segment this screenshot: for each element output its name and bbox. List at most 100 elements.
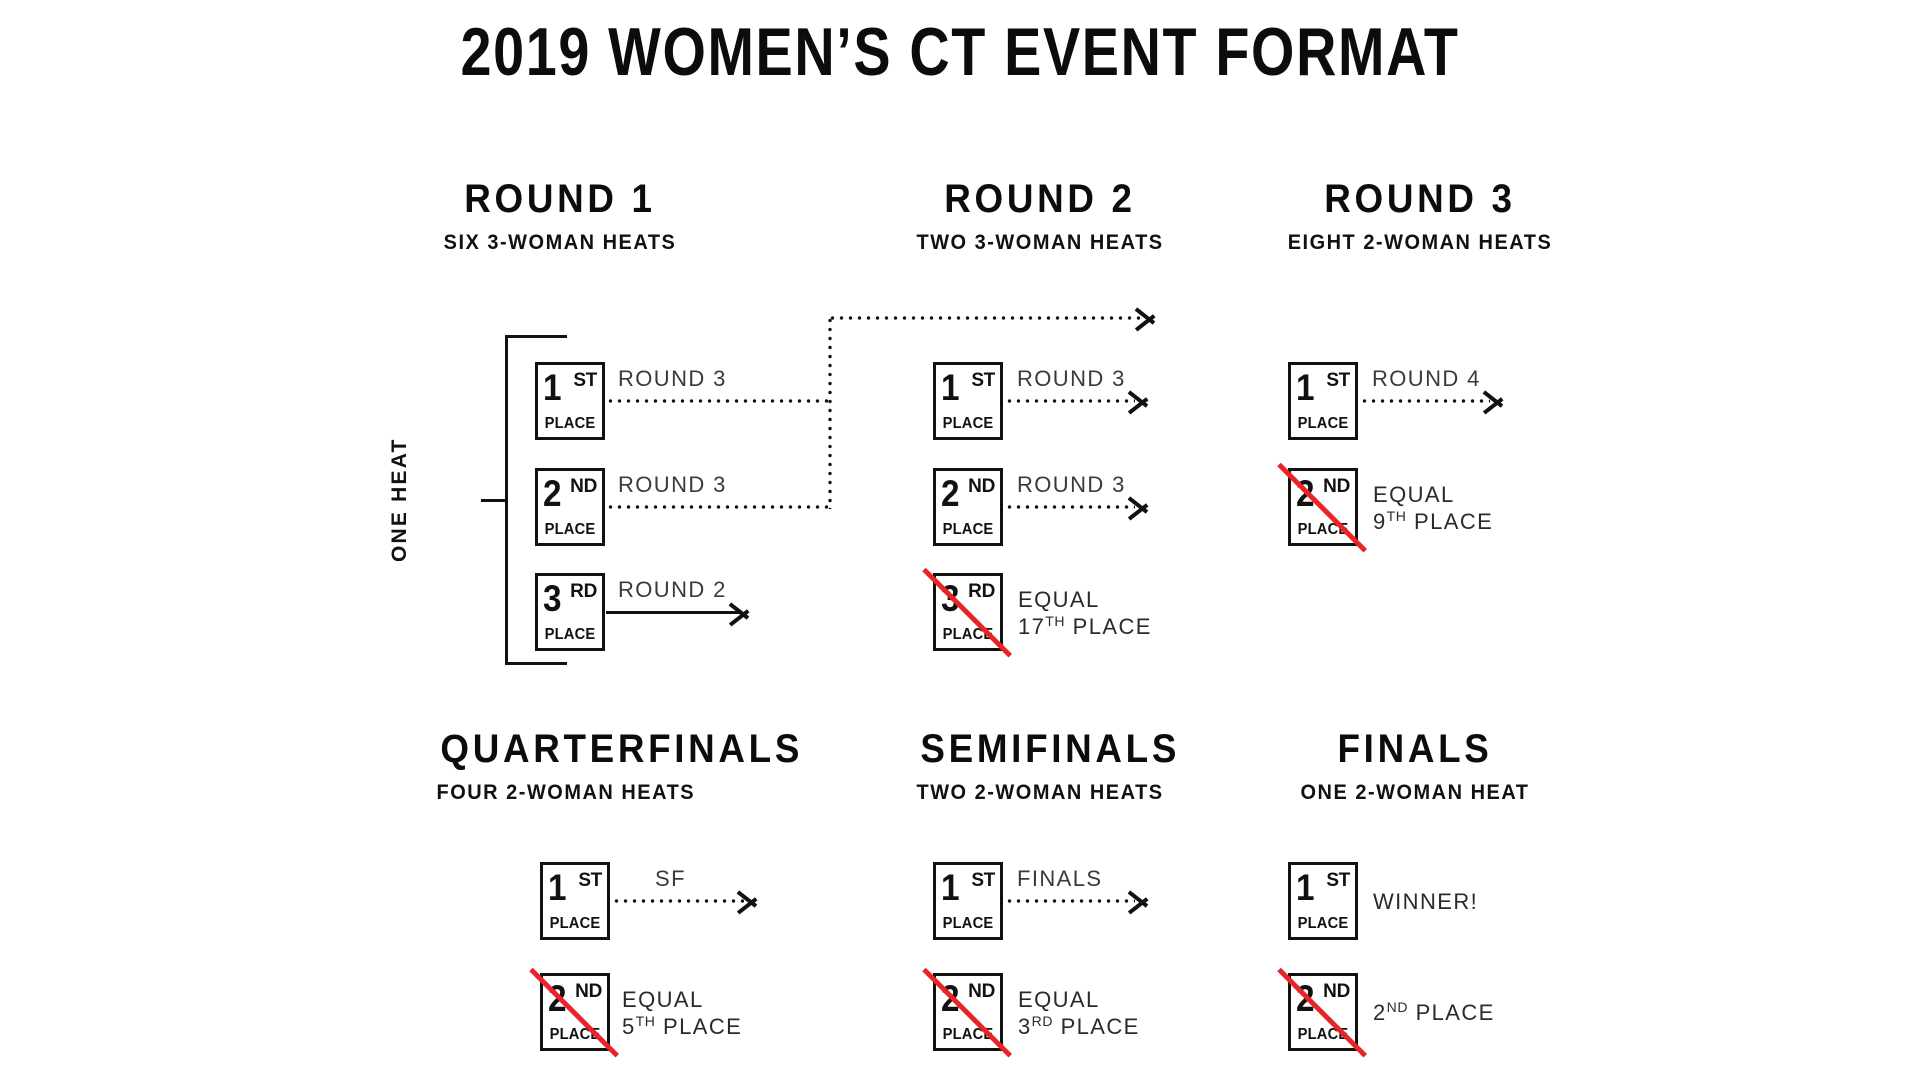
semifinals-subtitle: TWO 2-WOMAN HEATS bbox=[916, 781, 1164, 804]
one-heat-label: ONE HEAT bbox=[388, 437, 411, 562]
bracket-middle-tick bbox=[481, 499, 507, 502]
outcome-rank-number: 5 bbox=[622, 1014, 636, 1040]
place-number: 2 bbox=[1296, 978, 1315, 1019]
page-title: 2019 WOMEN’S CT EVENT FORMAT bbox=[460, 14, 1460, 90]
place-number: 3 bbox=[543, 578, 562, 619]
place-ordinal: ST bbox=[578, 870, 602, 891]
bracket-top-arm bbox=[505, 335, 567, 338]
eliminated-slash-icon bbox=[529, 967, 620, 1058]
place-word: PLACE bbox=[942, 626, 994, 643]
round-1-slot-2-route-label: ROUND 3 bbox=[618, 472, 727, 497]
eliminated-slash-icon bbox=[1277, 462, 1368, 553]
round-1-slot-1-box[interactable]: 1 ST PLACE bbox=[535, 362, 605, 440]
finals-subtitle: ONE 2-WOMAN HEAT bbox=[1300, 781, 1530, 804]
round-1-slot-1-connector bbox=[606, 399, 831, 403]
round-2-slot-1-box[interactable]: 1 ST PLACE bbox=[933, 362, 1003, 440]
eliminated-slash-icon bbox=[922, 567, 1013, 658]
place-word: PLACE bbox=[1297, 915, 1349, 932]
bracket-bottom-arm bbox=[505, 662, 567, 665]
column-header-quarterfinals: QUARTERFINALS FOUR 2-WOMAN HEATS bbox=[430, 728, 800, 804]
place-number: 2 bbox=[543, 473, 562, 514]
column-header-round-1: ROUND 1 SIX 3-WOMAN HEATS bbox=[430, 178, 690, 254]
finals-slot-2-box[interactable]: 2 ND PLACE bbox=[1277, 967, 1368, 1058]
round-2-slot-2-route-label: ROUND 3 bbox=[1017, 472, 1126, 497]
quarterfinals-slot-1-arrowhead bbox=[738, 886, 758, 916]
place-number: 1 bbox=[1296, 367, 1315, 408]
round-3-slot-1-box[interactable]: 1 ST PLACE bbox=[1288, 362, 1358, 440]
round-3-subtitle: EIGHT 2-WOMAN HEATS bbox=[1287, 231, 1553, 254]
eliminated-slash-icon bbox=[1277, 967, 1368, 1058]
place-word: PLACE bbox=[544, 626, 596, 643]
place-ordinal: ND bbox=[968, 981, 995, 1002]
outcome-rank-word: PLACE bbox=[1415, 1000, 1495, 1025]
outcome-rank-number: 9 bbox=[1373, 509, 1387, 535]
outcome-rank-number: 3 bbox=[1018, 1014, 1032, 1040]
round-1-subtitle: SIX 3-WOMAN HEATS bbox=[443, 231, 677, 254]
place-number: 3 bbox=[941, 578, 960, 619]
place-number: 1 bbox=[941, 867, 960, 908]
place-word: PLACE bbox=[942, 915, 994, 932]
semifinals-slot-2-box[interactable]: 2 ND PLACE bbox=[922, 967, 1013, 1058]
place-ordinal: ST bbox=[573, 370, 597, 391]
outcome-line-1: EQUAL bbox=[1018, 987, 1100, 1012]
place-word: PLACE bbox=[942, 521, 994, 538]
quarterfinals-slot-1-connector bbox=[612, 899, 744, 903]
place-ordinal: ST bbox=[1326, 370, 1350, 391]
outcome-rank-word: PLACE bbox=[1072, 614, 1152, 640]
column-header-round-2: ROUND 2 TWO 3-WOMAN HEATS bbox=[910, 178, 1170, 254]
finals-slot-1-outcome: WINNER! bbox=[1373, 889, 1479, 914]
outcome-line-2: 17TH PLACE bbox=[1018, 613, 1152, 640]
eliminated-slash-icon bbox=[922, 967, 1013, 1058]
place-word: PLACE bbox=[549, 1026, 601, 1043]
quarterfinals-slot-1-route-label: SF bbox=[655, 866, 686, 891]
round-2-title: ROUND 2 bbox=[944, 177, 1136, 221]
place-number: 1 bbox=[543, 367, 562, 408]
place-number: 2 bbox=[941, 978, 960, 1019]
outcome-rank-suffix: TH bbox=[1386, 508, 1407, 525]
semifinals-slot-1-route-label: FINALS bbox=[1017, 866, 1103, 891]
round-1-title: ROUND 1 bbox=[464, 177, 656, 221]
outcome-rank-word: PLACE bbox=[663, 1014, 743, 1040]
semifinals-slot-2-outcome: EQUAL 3RD PLACE bbox=[1018, 987, 1140, 1041]
outcome-rank-word: PLACE bbox=[1060, 1014, 1140, 1040]
outcome-line-2: 5TH PLACE bbox=[622, 1013, 742, 1040]
place-number: 1 bbox=[1296, 867, 1315, 908]
semifinals-slot-1-arrowhead bbox=[1129, 886, 1149, 916]
semifinals-slot-1-connector bbox=[1005, 899, 1135, 903]
semifinals-title: SEMIFINALS bbox=[920, 727, 1181, 771]
place-ordinal: ST bbox=[1326, 870, 1350, 891]
round-3-slot-2-box[interactable]: 2 ND PLACE bbox=[1277, 462, 1368, 553]
outcome-line-2: 3RD PLACE bbox=[1018, 1013, 1140, 1040]
finals-title: FINALS bbox=[1337, 727, 1493, 771]
place-word: PLACE bbox=[544, 415, 596, 432]
place-number: 1 bbox=[548, 867, 567, 908]
place-word: PLACE bbox=[942, 415, 994, 432]
outcome-rank-suffix: RD bbox=[1031, 1013, 1054, 1030]
finals-slot-2-outcome: 2ND PLACE bbox=[1373, 999, 1495, 1027]
outcome-line-2: 9TH PLACE bbox=[1373, 508, 1493, 535]
semifinals-slot-1-box[interactable]: 1 ST PLACE bbox=[933, 862, 1003, 940]
round-1-merge-to-round-2 bbox=[828, 316, 1143, 320]
round-1-slot-2-connector bbox=[606, 505, 831, 509]
round-2-slot-2-box[interactable]: 2 ND PLACE bbox=[933, 468, 1003, 546]
round-3-slot-2-outcome: EQUAL 9TH PLACE bbox=[1373, 482, 1493, 536]
place-number: 2 bbox=[1296, 473, 1315, 514]
round-2-slot-3-box[interactable]: 3 RD PLACE bbox=[922, 567, 1013, 658]
round-2-slot-1-connector bbox=[1005, 399, 1135, 403]
one-heat-bracket bbox=[481, 335, 575, 665]
quarterfinals-slot-1-box[interactable]: 1 ST PLACE bbox=[540, 862, 610, 940]
column-header-semifinals: SEMIFINALS TWO 2-WOMAN HEATS bbox=[910, 727, 1181, 804]
outcome-rank-suffix: ND bbox=[1386, 999, 1409, 1015]
finals-slot-1-box[interactable]: 1 ST PLACE bbox=[1288, 862, 1358, 940]
round-2-slot-3-outcome: EQUAL 17TH PLACE bbox=[1018, 587, 1152, 641]
round-2-slot-2-arrowhead bbox=[1129, 492, 1149, 522]
place-number: 2 bbox=[548, 978, 567, 1019]
round-1-slot-2-box[interactable]: 2 ND PLACE bbox=[535, 468, 605, 546]
round-2-slot-1-route-label: ROUND 3 bbox=[1017, 366, 1126, 391]
round-1-slot-3-box[interactable]: 3 RD PLACE bbox=[535, 573, 605, 651]
outcome-rank-number: 17 bbox=[1018, 614, 1046, 640]
place-number: 2 bbox=[941, 473, 960, 514]
place-ordinal: ND bbox=[1323, 476, 1350, 497]
quarterfinals-slot-2-box[interactable]: 2 ND PLACE bbox=[529, 967, 620, 1058]
outcome-line-1: EQUAL bbox=[1018, 587, 1100, 612]
